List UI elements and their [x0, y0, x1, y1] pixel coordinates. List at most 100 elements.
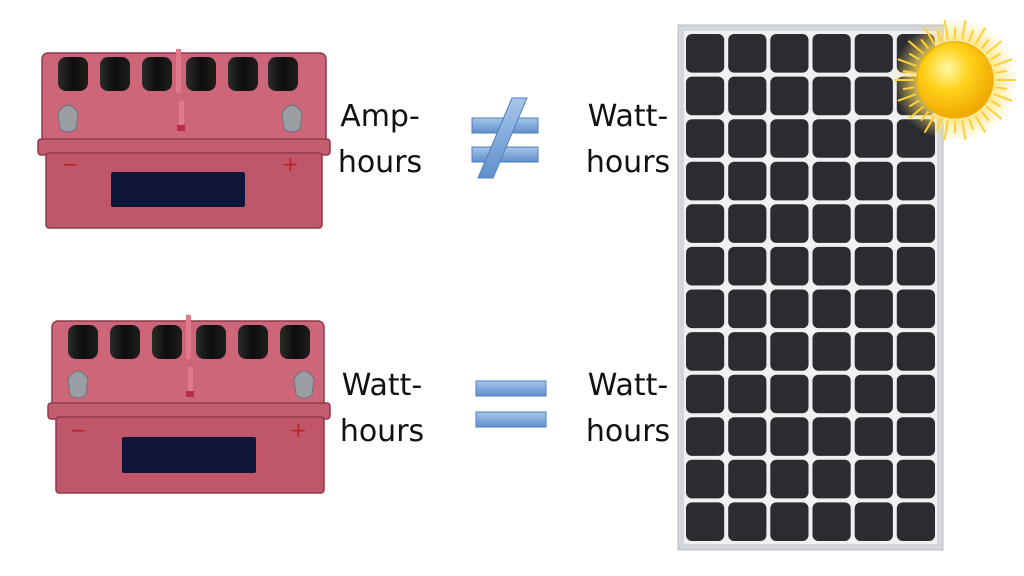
panel-cell — [686, 459, 725, 499]
panel-cell — [770, 459, 809, 499]
positive-sign: + — [290, 418, 307, 442]
panel-cell — [896, 246, 935, 286]
panel-cell — [728, 374, 767, 414]
panel-cell — [812, 332, 851, 371]
sun-ray — [897, 93, 917, 102]
sun-ray — [995, 70, 1008, 74]
sun-ray — [920, 111, 929, 121]
label-line: Watt- — [587, 368, 669, 403]
sun-ray — [902, 70, 915, 74]
panel-cell — [728, 119, 767, 158]
sun-ray — [995, 86, 1008, 90]
panel-cell — [812, 374, 851, 414]
panel-cell — [896, 161, 935, 201]
panel-cell — [728, 204, 767, 243]
sun-ray — [897, 58, 917, 67]
panel-cell — [812, 246, 851, 286]
panel-cell — [896, 332, 935, 371]
panel-cell — [854, 161, 893, 201]
label-line: Watt- — [341, 368, 423, 403]
sun-ray — [986, 106, 1002, 120]
panel-cell — [854, 119, 893, 158]
panel-cell — [896, 417, 935, 456]
sun-ray — [920, 39, 929, 49]
panel-cell — [686, 34, 725, 73]
label-line: hours — [585, 414, 671, 449]
sun-ray — [909, 100, 920, 107]
panel-cell — [686, 417, 725, 456]
sun-ray — [943, 120, 949, 141]
sun-ray — [993, 58, 1013, 67]
watt-hours-label: Watt- hours — [580, 363, 676, 455]
panel-cell — [686, 204, 725, 243]
panel-cell — [854, 459, 893, 499]
sun-ray — [924, 115, 935, 133]
sun-ray — [986, 40, 1002, 54]
sun-ray — [993, 93, 1013, 102]
sun-ray — [990, 53, 1001, 60]
sun-ray — [990, 100, 1001, 107]
sun-ray — [936, 30, 942, 42]
panel-cell — [728, 332, 767, 371]
panel-cell — [854, 374, 893, 414]
panel-cell — [896, 374, 935, 414]
panel-cell-grid — [686, 34, 935, 541]
watt-hours-label: Watt- hours — [332, 363, 432, 455]
sun-ray — [909, 53, 920, 60]
battery-icon: − + — [47, 315, 331, 494]
panel-cell — [770, 332, 809, 371]
panel-cell — [728, 459, 767, 499]
panel-cell — [896, 502, 935, 541]
panel-cell — [686, 332, 725, 371]
label-line: hours — [585, 145, 671, 180]
panel-cell — [770, 161, 809, 201]
panel-cell — [728, 246, 767, 286]
panel-cell — [812, 34, 851, 73]
not-equal-icon — [471, 97, 539, 179]
panel-cell — [812, 119, 851, 158]
solar-panel-icon — [677, 24, 944, 551]
sun-ray — [936, 118, 942, 130]
panel-cell — [812, 459, 851, 499]
sun-ray — [975, 115, 986, 133]
negative-sign: − — [62, 152, 79, 176]
sun-ray — [908, 40, 924, 54]
panel-cell — [854, 332, 893, 371]
sun-ray — [961, 19, 967, 40]
amp-hours-label: Amp- hours — [330, 94, 430, 186]
panel-cell — [770, 417, 809, 456]
positive-sign: + — [282, 152, 299, 176]
panel-cell — [686, 502, 725, 541]
sun-ray — [975, 27, 986, 45]
panel-cell — [812, 204, 851, 243]
panel-cell — [728, 417, 767, 456]
panel-cell — [728, 161, 767, 201]
panel-cell — [686, 76, 725, 116]
panel-cell — [686, 161, 725, 201]
sun-ray — [981, 39, 990, 49]
sun-ray — [924, 27, 935, 45]
panel-cell — [854, 502, 893, 541]
panel-cell — [770, 119, 809, 158]
label-line: hours — [337, 145, 423, 180]
panel-cell — [770, 374, 809, 414]
sun-ray — [981, 111, 990, 121]
panel-cell — [854, 34, 893, 73]
panel-cell — [896, 204, 935, 243]
equal-icon — [475, 380, 547, 428]
watt-hours-label: Watt- hours — [580, 94, 676, 186]
negative-sign: − — [70, 418, 87, 442]
panel-cell — [686, 246, 725, 286]
panel-cell — [812, 289, 851, 329]
panel-cell — [854, 204, 893, 243]
label-line: Amp- — [340, 99, 420, 134]
panel-cell — [854, 289, 893, 329]
battery-icon: − + — [37, 49, 331, 229]
panel-cell — [854, 76, 893, 116]
panel-cell — [812, 76, 851, 116]
label-line: Watt- — [587, 99, 669, 134]
sun-ray — [902, 86, 915, 90]
sun-ray — [968, 30, 974, 42]
panel-cell — [770, 289, 809, 329]
panel-cell — [812, 161, 851, 201]
